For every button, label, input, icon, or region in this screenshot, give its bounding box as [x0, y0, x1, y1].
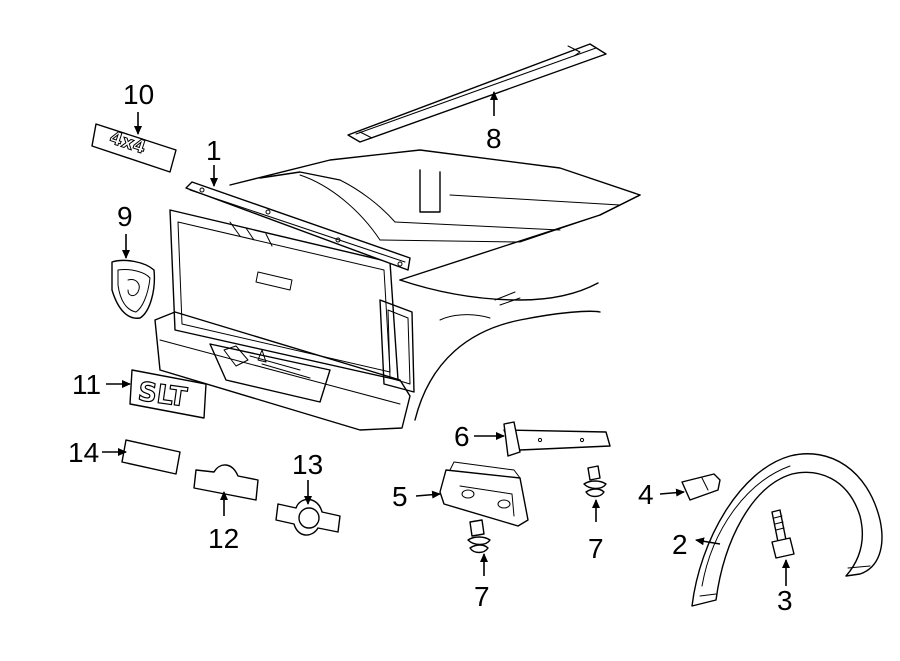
callout-4: 4: [638, 479, 654, 510]
part-4-retainer: [681, 473, 721, 501]
callout-arrows: [102, 91, 790, 586]
part-11-slt-badge: SLT: [129, 369, 207, 419]
callout-2: 2: [672, 529, 688, 560]
part-2-wheel-flare: [691, 453, 883, 607]
callout-8: 8: [486, 123, 502, 154]
part-13-emblem: [275, 498, 341, 536]
callout-12: 12: [208, 523, 239, 554]
part-6-step-bracket: [503, 421, 611, 457]
part-9-ram-emblem: [111, 259, 156, 319]
part-8-bed-rail-cap: [347, 43, 607, 143]
part-7a-push-clip: [467, 519, 491, 554]
arrow-5: [415, 490, 441, 499]
part-3-screw: [771, 509, 795, 559]
part-5-mounting-bracket: [439, 461, 529, 527]
callout-14: 14: [68, 437, 99, 468]
badge-4x4-text: 4x4: [107, 127, 148, 158]
callout-6: 6: [454, 421, 470, 452]
callout-7a: 7: [474, 581, 490, 612]
callout-1: 1: [206, 135, 222, 166]
part-14-trim-plate: [121, 439, 181, 475]
callout-3: 3: [777, 585, 793, 616]
callout-10: 10: [123, 79, 154, 110]
part-12-license-lamp-cover: [193, 464, 259, 501]
callout-5: 5: [392, 481, 408, 512]
arrow-4: [659, 488, 685, 497]
callout-labels: 1 2 3 4 5 6 7 7 8 9 10 11 12 13 14: [68, 79, 793, 616]
badge-slt-text: SLT: [136, 377, 189, 414]
part-7b-push-clip: [583, 465, 607, 498]
part-1-tailgate-cap: [185, 181, 411, 271]
callout-11: 11: [72, 369, 101, 400]
callout-9: 9: [117, 201, 133, 232]
callout-7b: 7: [588, 533, 604, 564]
part-10-4x4-badge: 4x4: [91, 123, 177, 173]
arrow-2: [695, 537, 721, 546]
truck-rear-illustration: [154, 149, 641, 431]
callout-13: 13: [292, 449, 323, 480]
